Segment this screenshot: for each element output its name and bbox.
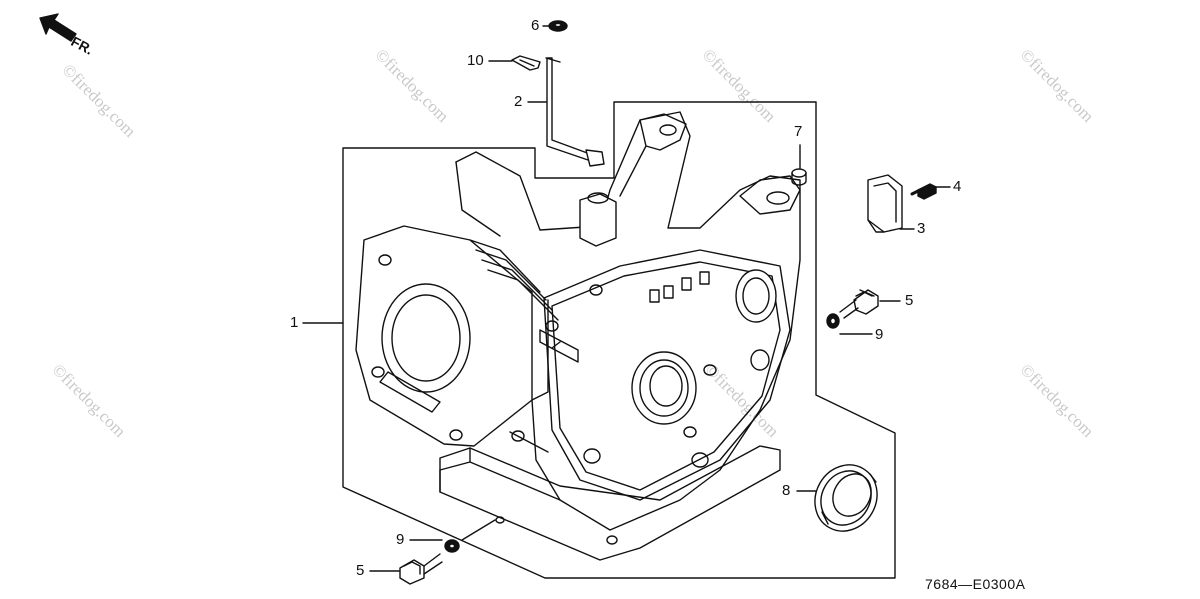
callout-2: 2 (514, 93, 523, 110)
dowel-pin-part-7 (791, 168, 807, 186)
crankcase-part-1 (355, 111, 801, 561)
flange-bolt-part-5 (839, 289, 879, 319)
diagram-code: 7684—E0300A (925, 576, 1026, 592)
callout-8: 8 (782, 482, 791, 499)
bolt-part-4 (910, 183, 937, 200)
callout-7: 7 (794, 123, 803, 140)
front-direction-arrow-icon (39, 13, 77, 42)
assembly-boundary (342, 101, 896, 579)
callout-3: 3 (917, 220, 926, 237)
flange-bolt-part-5-lower (399, 553, 443, 585)
callout-10: 10 (467, 52, 484, 69)
callout-9: 9 (875, 326, 884, 343)
clip-part-10 (511, 55, 541, 71)
callout-5: 5 (905, 292, 914, 309)
sealing-washer-part-9 (826, 313, 840, 329)
callout-9: 9 (396, 531, 405, 548)
oil-seal-part-8 (814, 464, 878, 532)
washer-part-9-lower (444, 539, 460, 553)
callout-4: 4 (953, 178, 962, 195)
callout-6: 6 (531, 17, 540, 34)
washer-part-6 (548, 20, 568, 32)
bracket-part-3 (867, 174, 903, 233)
callout-5: 5 (356, 562, 365, 579)
rod-part-2 (545, 57, 605, 167)
callout-1: 1 (290, 314, 299, 331)
leader-line (461, 519, 496, 541)
